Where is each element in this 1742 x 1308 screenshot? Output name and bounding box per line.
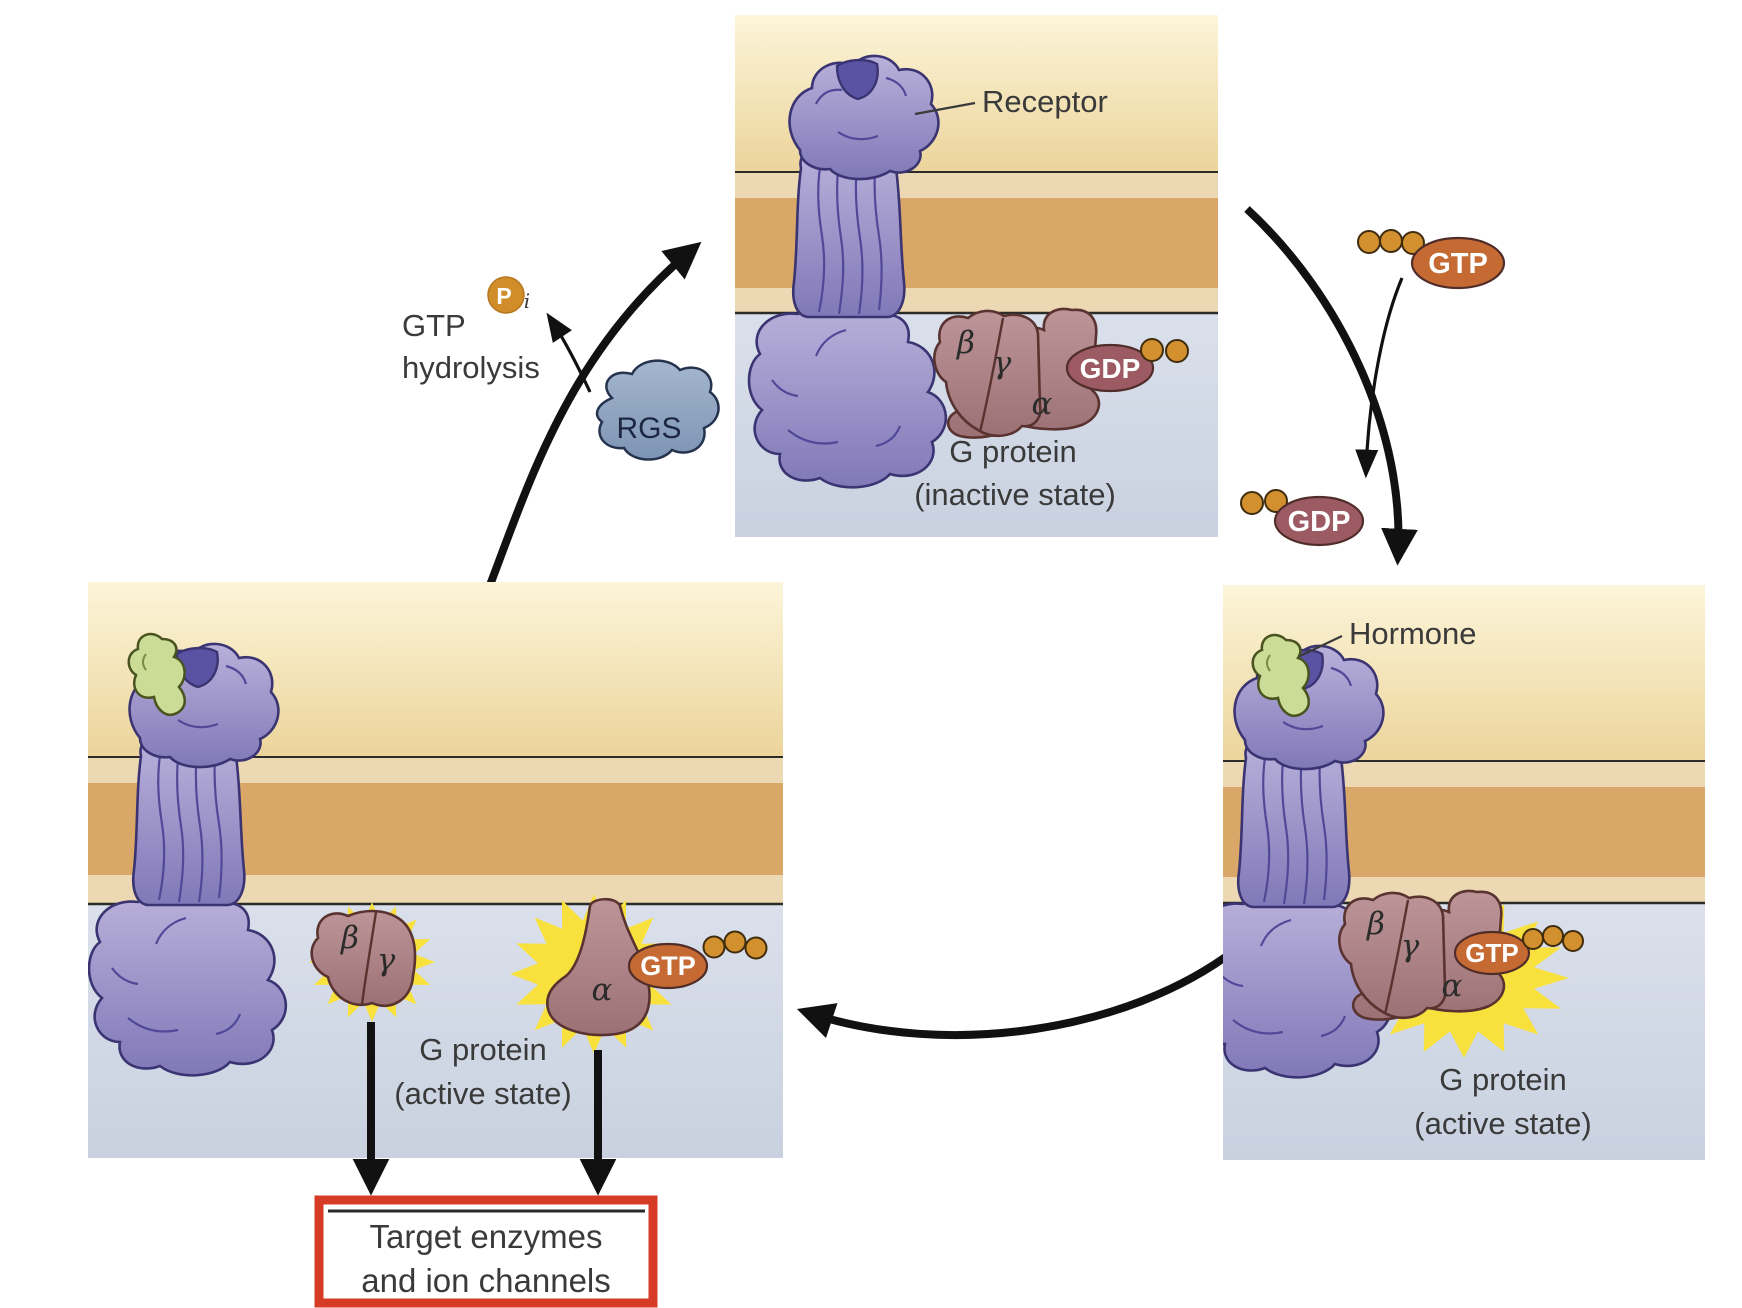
arrow-gtp-gdp-exchange: [1355, 277, 1404, 479]
receptor-callout-line: [914, 101, 976, 116]
free-gdp: GDP: [1240, 489, 1365, 547]
beta-label: β: [956, 325, 975, 361]
gtp-hydrolysis-line2: hydrolysis: [402, 350, 540, 385]
arrow-reassociation-to-inactive: [486, 241, 702, 587]
gdp-text: GDP: [1288, 506, 1351, 538]
target-box: Target enzymes and ion channels: [314, 1195, 658, 1308]
state-label: (active state): [1414, 1106, 1591, 1141]
gdp-badge: [1065, 343, 1155, 393]
gtp-hydrolysis-line1: GTP: [402, 308, 466, 343]
phosphate-dots: [702, 930, 768, 960]
phosphate-symbol: P: [496, 283, 511, 309]
target-box-line2: and ion channels: [361, 1262, 611, 1299]
free-gtp: GTP: [1357, 229, 1506, 290]
arrow-active-to-dissociated: [796, 946, 1238, 1040]
alpha-subunit: [546, 897, 651, 1037]
gdp-text: GDP: [1080, 353, 1141, 384]
gamma-label: γ: [993, 345, 1012, 381]
phosphate-dots: [1522, 925, 1584, 952]
gtp-badge: [1410, 236, 1506, 290]
gamma-label: γ: [1401, 928, 1420, 964]
g-protein-label: G protein: [419, 1032, 547, 1067]
state-label: (active state): [394, 1076, 571, 1111]
beta-label: β: [1366, 906, 1385, 942]
gtp-text: GTP: [1428, 248, 1488, 280]
state-label: (inactive state): [914, 477, 1116, 512]
rgs-blob: [595, 359, 720, 461]
target-box-line1: Target enzymes: [370, 1218, 603, 1255]
panel-inactive-state: β γ α GDP Receptor G protein (inactive s…: [735, 15, 1218, 537]
highlight-box: [314, 1195, 658, 1308]
beta-label: β: [340, 920, 359, 956]
hormone-callout-line: [1299, 635, 1343, 657]
g-protein-label: G protein: [949, 434, 1077, 469]
hydrolysis-group: GTP hydrolysis P i RGS: [402, 276, 720, 461]
alpha-label: α: [1032, 386, 1053, 422]
rgs-label: RGS: [616, 412, 681, 445]
phosphate-subscript: i: [524, 289, 530, 313]
panel-active-state-right: β γ α GTP Hormone G protein (active stat…: [1223, 585, 1705, 1160]
receptor-callout: Receptor: [982, 84, 1108, 119]
alpha-label: α: [592, 972, 613, 1008]
g-protein-label: G protein: [1439, 1062, 1567, 1097]
arrow-inactive-to-active: [1244, 206, 1418, 566]
beta-gamma-subunit: [310, 909, 417, 1008]
beta-gamma-divider: [360, 911, 378, 1005]
gtp-badge: [1453, 930, 1531, 976]
effector-arrows: [352, 1022, 617, 1196]
alpha-label: α: [1442, 968, 1463, 1004]
gtp-text: GTP: [1465, 938, 1518, 968]
panel-active-state-left: β γ α GTP G protein (active state): [88, 582, 783, 1158]
phosphate-dots: [1140, 338, 1189, 363]
gtp-badge: [627, 942, 709, 990]
arrow-phosphate-release: [546, 312, 592, 393]
cycle-arrows: [486, 206, 1418, 1040]
hormone-callout: Hormone: [1349, 616, 1477, 651]
inorganic-phosphate-icon: [487, 276, 525, 314]
gamma-label: γ: [377, 942, 396, 978]
gtp-text: GTP: [640, 951, 696, 981]
gdp-badge: [1273, 495, 1365, 547]
